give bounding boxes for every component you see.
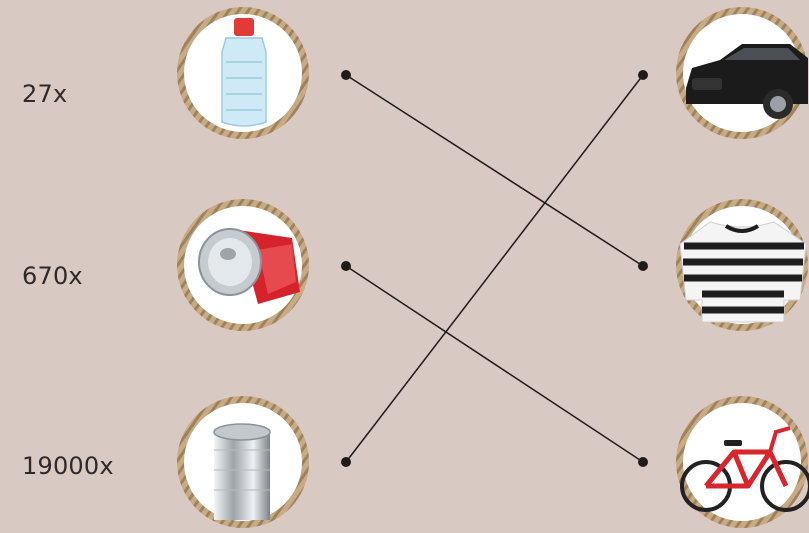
- line-670x-bicycle: [346, 266, 643, 462]
- line-19000x-car: [346, 75, 643, 462]
- dot-left-2[interactable]: [341, 261, 351, 271]
- sweater-icon: [676, 199, 808, 331]
- dot-right-2[interactable]: [638, 261, 648, 271]
- dot-right-1[interactable]: [638, 70, 648, 80]
- plastic-bottle-icon: [177, 7, 309, 139]
- dot-right-3[interactable]: [638, 457, 648, 467]
- soda-can-icon: [177, 199, 309, 331]
- connection-lines: [341, 70, 648, 467]
- dot-left-1[interactable]: [341, 70, 351, 80]
- car-icon: [676, 7, 808, 139]
- tin-can-icon: [177, 396, 309, 528]
- bicycle-icon: [676, 396, 809, 528]
- dot-left-3[interactable]: [341, 457, 351, 467]
- line-27x-sweater: [346, 75, 643, 266]
